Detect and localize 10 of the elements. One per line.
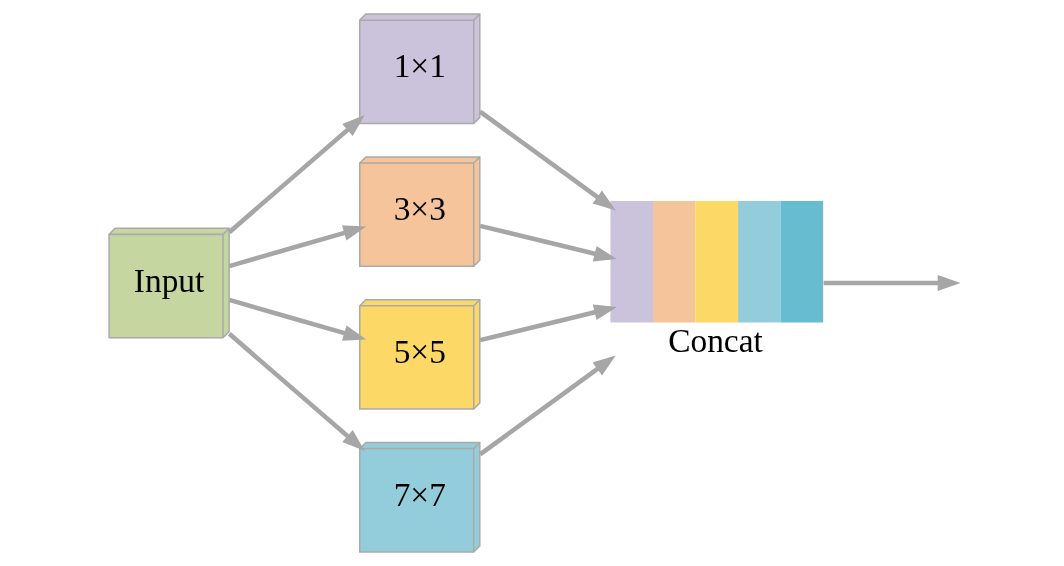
arrow [478, 355, 616, 457]
arrow [478, 109, 616, 211]
node-label: Concat [668, 322, 763, 360]
arrow [227, 332, 365, 451]
arrow [479, 223, 617, 262]
arrow [227, 115, 365, 234]
arrow [228, 297, 367, 341]
arrow [228, 225, 367, 269]
arrow [479, 304, 617, 343]
arrow [823, 275, 961, 291]
